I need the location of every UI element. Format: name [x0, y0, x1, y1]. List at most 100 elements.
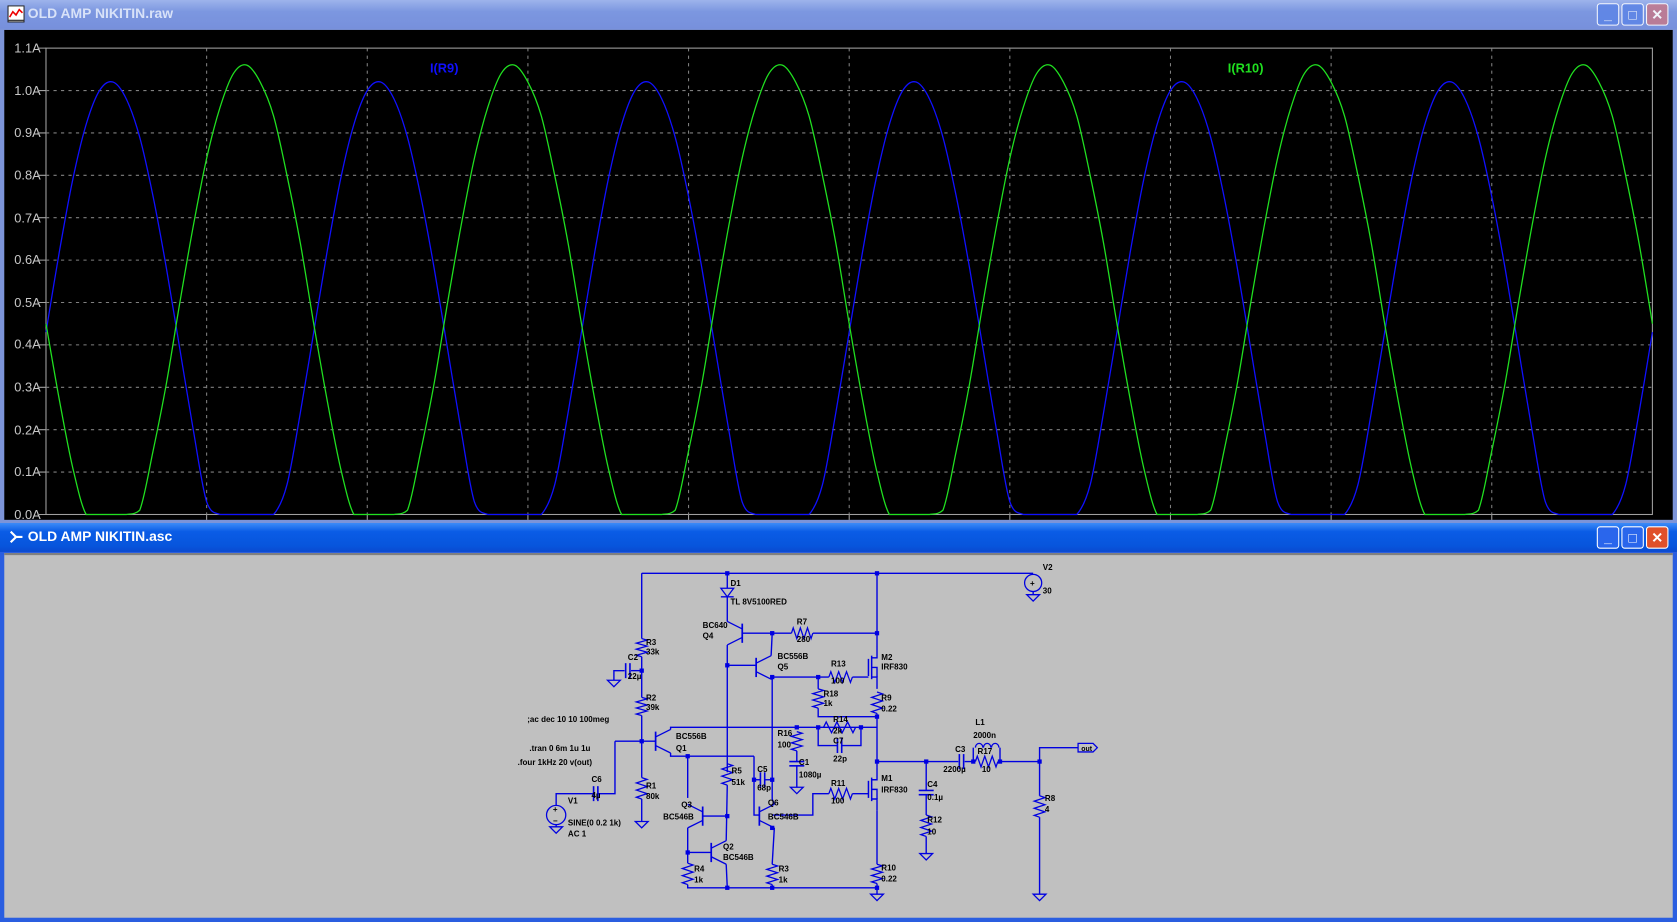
label-c4: C4	[927, 780, 938, 789]
resistor-r5	[719, 763, 735, 786]
label-v2: 30	[1043, 587, 1052, 596]
label-q6: BC546B	[768, 812, 799, 821]
wire	[871, 788, 878, 799]
transistor-q1	[655, 728, 671, 738]
label-r11: R11	[831, 779, 846, 788]
waveform-window-title: OLD AMP NIKITIN.raw	[27, 5, 174, 22]
label-r3b: 1k	[779, 875, 788, 884]
wire	[771, 827, 776, 865]
resistor-r14	[822, 720, 857, 735]
label-v1: SINE(0 0.2 1k)	[568, 819, 621, 828]
label-q2: BC546B	[723, 853, 754, 862]
transistor-q6	[759, 803, 775, 813]
wire	[817, 708, 878, 718]
resistor-r10	[869, 863, 885, 885]
label-d1: TL 8V5100RED	[730, 597, 787, 606]
trace-label-i-r10[interactable]: I(R10)	[1227, 60, 1264, 76]
y-tick-label: 0.7A	[14, 210, 41, 226]
transistor-q4	[726, 620, 743, 630]
resistor-r13	[828, 669, 854, 685]
wire	[871, 798, 878, 811]
ground-icon	[788, 786, 805, 795]
label-r8: R8	[1045, 794, 1056, 803]
label-v1: AC 1	[568, 829, 587, 838]
close-button[interactable]: ✕	[1645, 3, 1669, 26]
schematic-window-title: OLD AMP NIKITIN.asc	[27, 528, 173, 545]
label-q4: Q4	[703, 632, 714, 641]
wire	[770, 633, 773, 656]
ground-icon	[548, 826, 565, 835]
junction-dot	[794, 725, 799, 730]
minimize-button[interactable]: _	[1596, 3, 1620, 26]
label-v2: V2	[1043, 563, 1053, 572]
label-r7: R7	[797, 618, 808, 627]
label-r3b: R3	[779, 865, 790, 874]
label-r3: R3	[646, 638, 657, 647]
maximize-button[interactable]: □	[1621, 3, 1644, 26]
label-r17: 10	[982, 765, 991, 774]
spice-directive[interactable]: ;ac dec 10 10 100meg	[527, 715, 609, 724]
label-c6: C6	[591, 775, 602, 784]
minus-sign: −	[553, 817, 558, 826]
inductor-l1	[974, 742, 984, 748]
ground-icon	[605, 679, 622, 688]
label-r8: 4	[1045, 805, 1050, 814]
waveform-plot[interactable]	[4, 30, 1672, 520]
resistor-r3	[634, 637, 650, 658]
label-r14: R14	[833, 715, 848, 724]
label-q1: BC556B	[676, 732, 707, 741]
transistor-q3	[687, 803, 703, 813]
inductor-l1	[990, 742, 1000, 748]
label-r1: 80k	[646, 792, 660, 801]
resistor-r18	[810, 688, 826, 709]
ground-icon	[869, 893, 885, 902]
label-r5: R5	[732, 766, 743, 775]
resistor-r8	[1032, 795, 1047, 818]
resistor-r9	[869, 691, 885, 715]
wire	[687, 884, 878, 889]
spice-directive[interactable]: .four 1kHz 20 v(out)	[518, 758, 593, 767]
transistor-q2	[710, 840, 727, 849]
wire	[871, 676, 878, 689]
label-c2: C2	[628, 653, 639, 662]
plus-sign: +	[1030, 579, 1035, 588]
label-c1: C1	[799, 758, 810, 767]
minimize-button[interactable]: _	[1596, 526, 1620, 549]
inductor-l1	[982, 742, 992, 748]
wire	[725, 785, 728, 841]
resistor-r12	[918, 814, 934, 838]
wire	[597, 741, 616, 795]
plus-sign: +	[553, 805, 558, 814]
label-q5: BC556B	[778, 652, 809, 661]
label-c7: 22p	[833, 755, 847, 764]
transistor-q4	[726, 636, 743, 646]
label-r18: R18	[824, 689, 839, 698]
label-r12: 10	[927, 827, 936, 836]
label-r14: 2k	[833, 727, 842, 736]
label-r18: 1k	[824, 699, 833, 708]
close-button[interactable]: ✕	[1645, 526, 1669, 549]
resistor-r4	[680, 862, 696, 886]
label-r5: 51k	[732, 778, 746, 787]
ground-icon	[1031, 893, 1048, 902]
maximize-button[interactable]: □	[1621, 526, 1644, 549]
label-c5: 68p	[757, 783, 771, 792]
waveform-title-bar[interactable]: OLD AMP NIKITIN.raw _ □ ✕	[0, 0, 1677, 29]
wire	[871, 767, 878, 781]
label-c5: C5	[757, 765, 768, 774]
led-d1	[719, 587, 735, 598]
wire	[871, 666, 878, 678]
label-c4: 0.1µ	[927, 793, 943, 802]
spice-directive[interactable]: .tran 0 6m 1u 1u	[529, 744, 590, 753]
wire	[725, 864, 728, 888]
label-r16: R16	[778, 729, 793, 738]
resistor-r2	[634, 696, 650, 717]
wire	[753, 756, 760, 816]
label-v1: V1	[568, 796, 578, 805]
trace-label-i-r9[interactable]: I(R9)	[429, 60, 459, 76]
schematic-title-bar[interactable]: OLD AMP NIKITIN.asc _ □ ✕	[0, 523, 1677, 552]
resistor-r11	[828, 786, 854, 801]
